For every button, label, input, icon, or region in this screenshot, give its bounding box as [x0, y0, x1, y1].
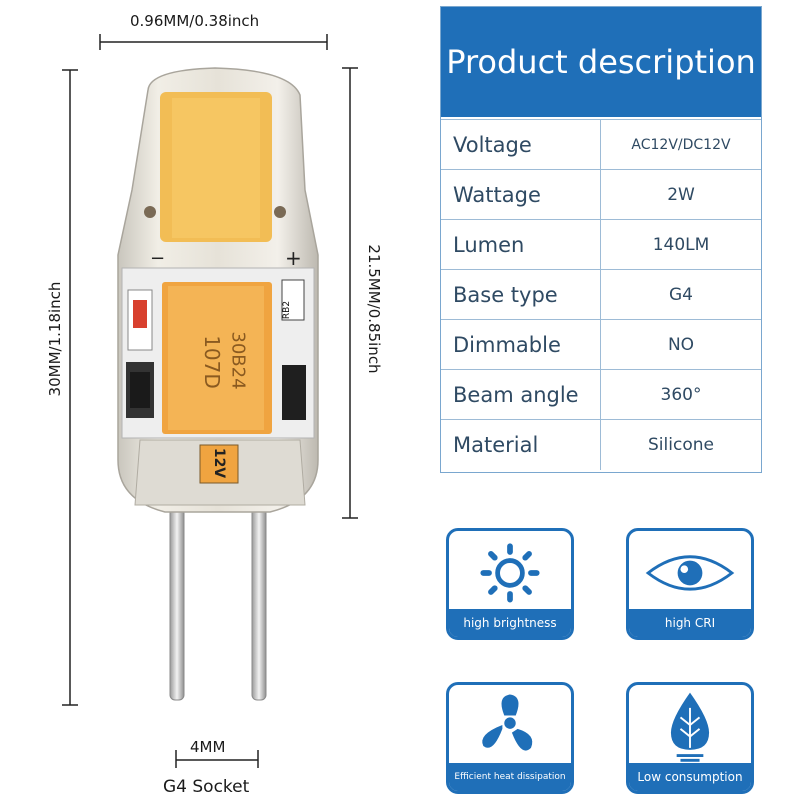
sun-icon	[480, 543, 540, 603]
table-row: Beam angle 360°	[441, 369, 761, 420]
voltage-mark: 12V	[211, 447, 227, 479]
feature-card-brightness: high brightness	[446, 528, 574, 640]
row-value: 140LM	[652, 235, 710, 255]
socket-label: G4 Socket	[163, 777, 250, 797]
feature-card-consumption: Low consumption	[626, 682, 754, 794]
pin-spacing-label: 4MM	[190, 738, 226, 756]
plus-mark: +	[285, 246, 302, 270]
feature-card-heat: Efficient heat dissipation	[446, 682, 574, 794]
table-row: Lumen 140LM	[441, 219, 761, 270]
row-label: Beam angle	[441, 370, 601, 420]
feature-label: Low consumption	[629, 763, 751, 791]
table-row: Material Silicone	[441, 419, 761, 470]
capacitor-code-2: 30B24	[227, 331, 249, 390]
table-row: Wattage 2W	[441, 169, 761, 220]
table-row: Voltage AC12V/DC12V	[441, 119, 761, 170]
row-value: AC12V/DC12V	[631, 137, 731, 153]
table-row: Dimmable NO	[441, 319, 761, 370]
row-label: Base type	[441, 270, 601, 320]
row-value: 2W	[667, 185, 695, 205]
row-value: G4	[669, 285, 693, 305]
row-value: 360°	[660, 385, 702, 405]
eye-icon	[645, 555, 735, 591]
dimension-lines	[62, 34, 358, 768]
row-label: Lumen	[441, 220, 601, 270]
row-label: Material	[441, 420, 601, 470]
minus-mark: −	[150, 248, 166, 269]
product-description-table: Product description Voltage AC12V/DC12V …	[440, 6, 762, 473]
row-label: Dimmable	[441, 320, 601, 370]
fan-icon	[482, 694, 533, 751]
leaf-drop-icon	[670, 692, 710, 762]
feature-label: high brightness	[449, 609, 571, 637]
table-title: Product description	[441, 7, 761, 117]
row-value: Silicone	[648, 435, 714, 455]
capacitor-code-1: 107D	[200, 335, 224, 389]
row-label: Voltage	[441, 120, 601, 170]
resistor-mark: RB2	[282, 300, 293, 320]
feature-label: high CRI	[629, 609, 751, 637]
feature-card-cri: high CRI	[626, 528, 754, 640]
feature-label: Efficient heat dissipation	[449, 763, 571, 791]
table-row: Base type G4	[441, 269, 761, 320]
width-label: 0.96MM/0.38inch	[130, 12, 260, 30]
row-label: Wattage	[441, 170, 601, 220]
g4-bulb-image	[117, 67, 319, 701]
row-value: NO	[667, 335, 695, 355]
